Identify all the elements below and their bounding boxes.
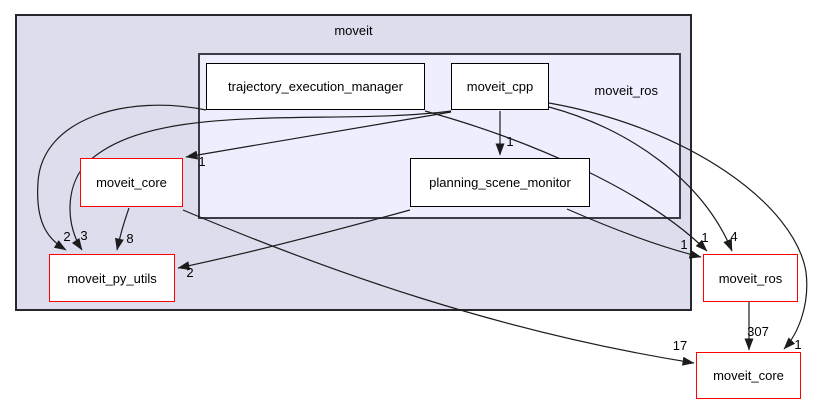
node-moveit-core-internal-label: moveit_core (96, 175, 167, 190)
edge-label-cpp-core-int: 1 (198, 154, 205, 169)
node-trajectory-execution-manager[interactable]: trajectory_execution_manager (206, 63, 425, 110)
node-moveit-ros-external-label: moveit_ros (718, 270, 783, 286)
node-planning-scene-monitor-label: planning_scene_monitor (429, 175, 571, 190)
node-moveit-cpp-label: moveit_cpp (466, 79, 534, 94)
edge-cpp-to-ros-ext (548, 106, 733, 252)
edge-label-core-int-py-utils: 8 (126, 231, 133, 246)
edge-label-tem-ros-ext: 1 (701, 230, 708, 245)
node-moveit-ros-external[interactable]: moveit_ros (703, 254, 798, 302)
edge-label-core-int-core-ext: 17 (673, 338, 687, 353)
edge-label-psm-py-utils: 2 (186, 265, 193, 280)
node-moveit-cpp[interactable]: moveit_cpp (451, 63, 549, 110)
edge-cpp-to-py-utils (69, 110, 452, 251)
edge-core-int-to-core-ext (182, 209, 695, 366)
edge-cpp-to-core-ext (548, 102, 808, 350)
edge-label-cpp-psm: 1 (506, 134, 513, 149)
edge-cpp-to-core-int (185, 111, 452, 160)
edge-psm-to-py-utils (177, 209, 411, 271)
node-moveit-core-internal[interactable]: moveit_core (80, 158, 183, 207)
edge-label-ros-ext-core-ext: 307 (747, 324, 769, 339)
node-planning-scene-monitor[interactable]: planning_scene_monitor (410, 158, 590, 207)
edge-label-psm-ros-ext: 1 (680, 237, 687, 252)
edge-label-tem-py-utils: 2 (63, 229, 70, 244)
node-trajectory-execution-manager-label: trajectory_execution_manager (228, 79, 403, 94)
node-moveit-core-external-label: moveit_core (713, 368, 784, 383)
edge-core-int-to-py-utils (115, 207, 130, 251)
node-moveit-core-external[interactable]: moveit_core (696, 352, 801, 399)
edge-label-cpp-ros-ext: 4 (730, 229, 737, 244)
edge-psm-to-ros-ext (566, 208, 702, 259)
cluster-moveit-label: moveit (334, 23, 373, 38)
node-moveit-py-utils[interactable]: moveit_py_utils (49, 254, 175, 302)
edge-label-cpp-core-ext: 1 (794, 337, 801, 352)
cluster-moveit-ros-label: moveit_ros (594, 83, 658, 98)
edge-label-cpp-py-utils: 3 (80, 228, 87, 243)
edge-tem-to-py-utils (37, 104, 207, 251)
node-moveit-py-utils-label: moveit_py_utils (67, 270, 157, 286)
